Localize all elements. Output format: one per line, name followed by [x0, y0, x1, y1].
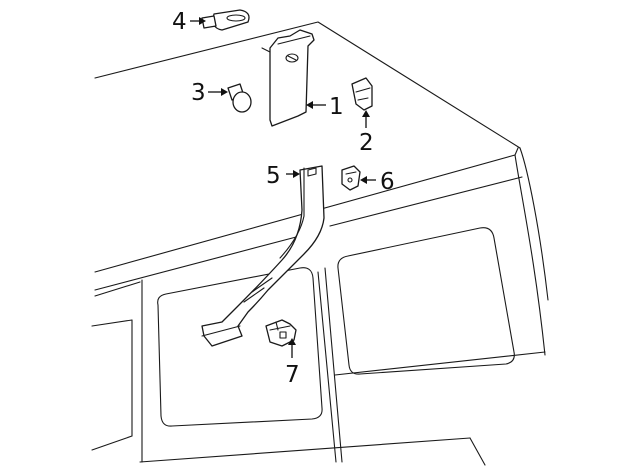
part-4-clip [201, 9, 250, 31]
callout-2: 2 [359, 130, 374, 156]
callout-3: 3 [191, 80, 206, 106]
part-5-pillar-trim [201, 165, 325, 347]
callout-1: 1 [329, 94, 344, 120]
callout-labels: 1 2 3 4 5 6 7 [172, 9, 395, 388]
part-2-clip [351, 77, 373, 111]
callout-4: 4 [172, 9, 187, 35]
part-1-pillar-trim [261, 29, 315, 127]
vehicle-body [91, 21, 549, 466]
part-7-bracket [265, 319, 297, 347]
part-6-bracket [341, 165, 361, 191]
callout-5: 5 [266, 163, 281, 189]
callout-7: 7 [285, 362, 300, 388]
callout-arrows [190, 17, 376, 358]
part-3-pushpin [227, 83, 252, 113]
callout-6: 6 [380, 169, 395, 195]
